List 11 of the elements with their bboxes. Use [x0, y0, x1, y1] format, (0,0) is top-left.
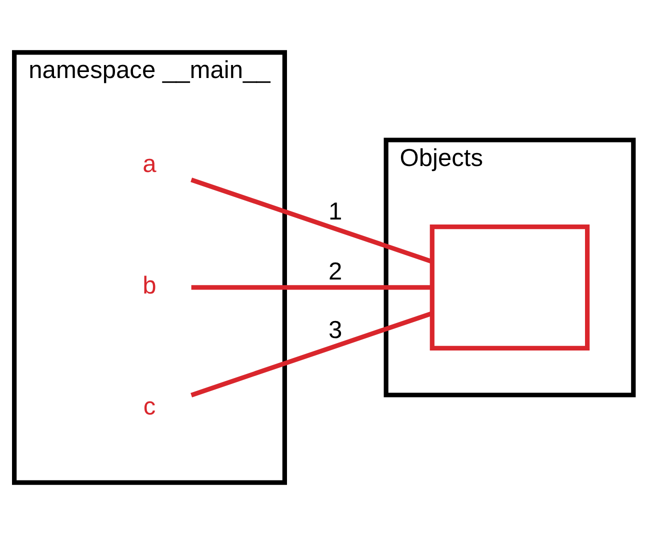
edge-label: 1 — [328, 198, 342, 226]
connector — [190, 177, 433, 264]
node-text: a — [142, 150, 156, 178]
edge-label: 2 — [328, 258, 342, 285]
edge-label: 3 — [328, 316, 342, 344]
node-box — [430, 224, 590, 350]
node-text: c — [143, 393, 156, 420]
cluster: Objects — [384, 137, 636, 397]
connector — [191, 284, 432, 290]
node-text: b — [142, 272, 156, 299]
connector — [190, 310, 433, 397]
